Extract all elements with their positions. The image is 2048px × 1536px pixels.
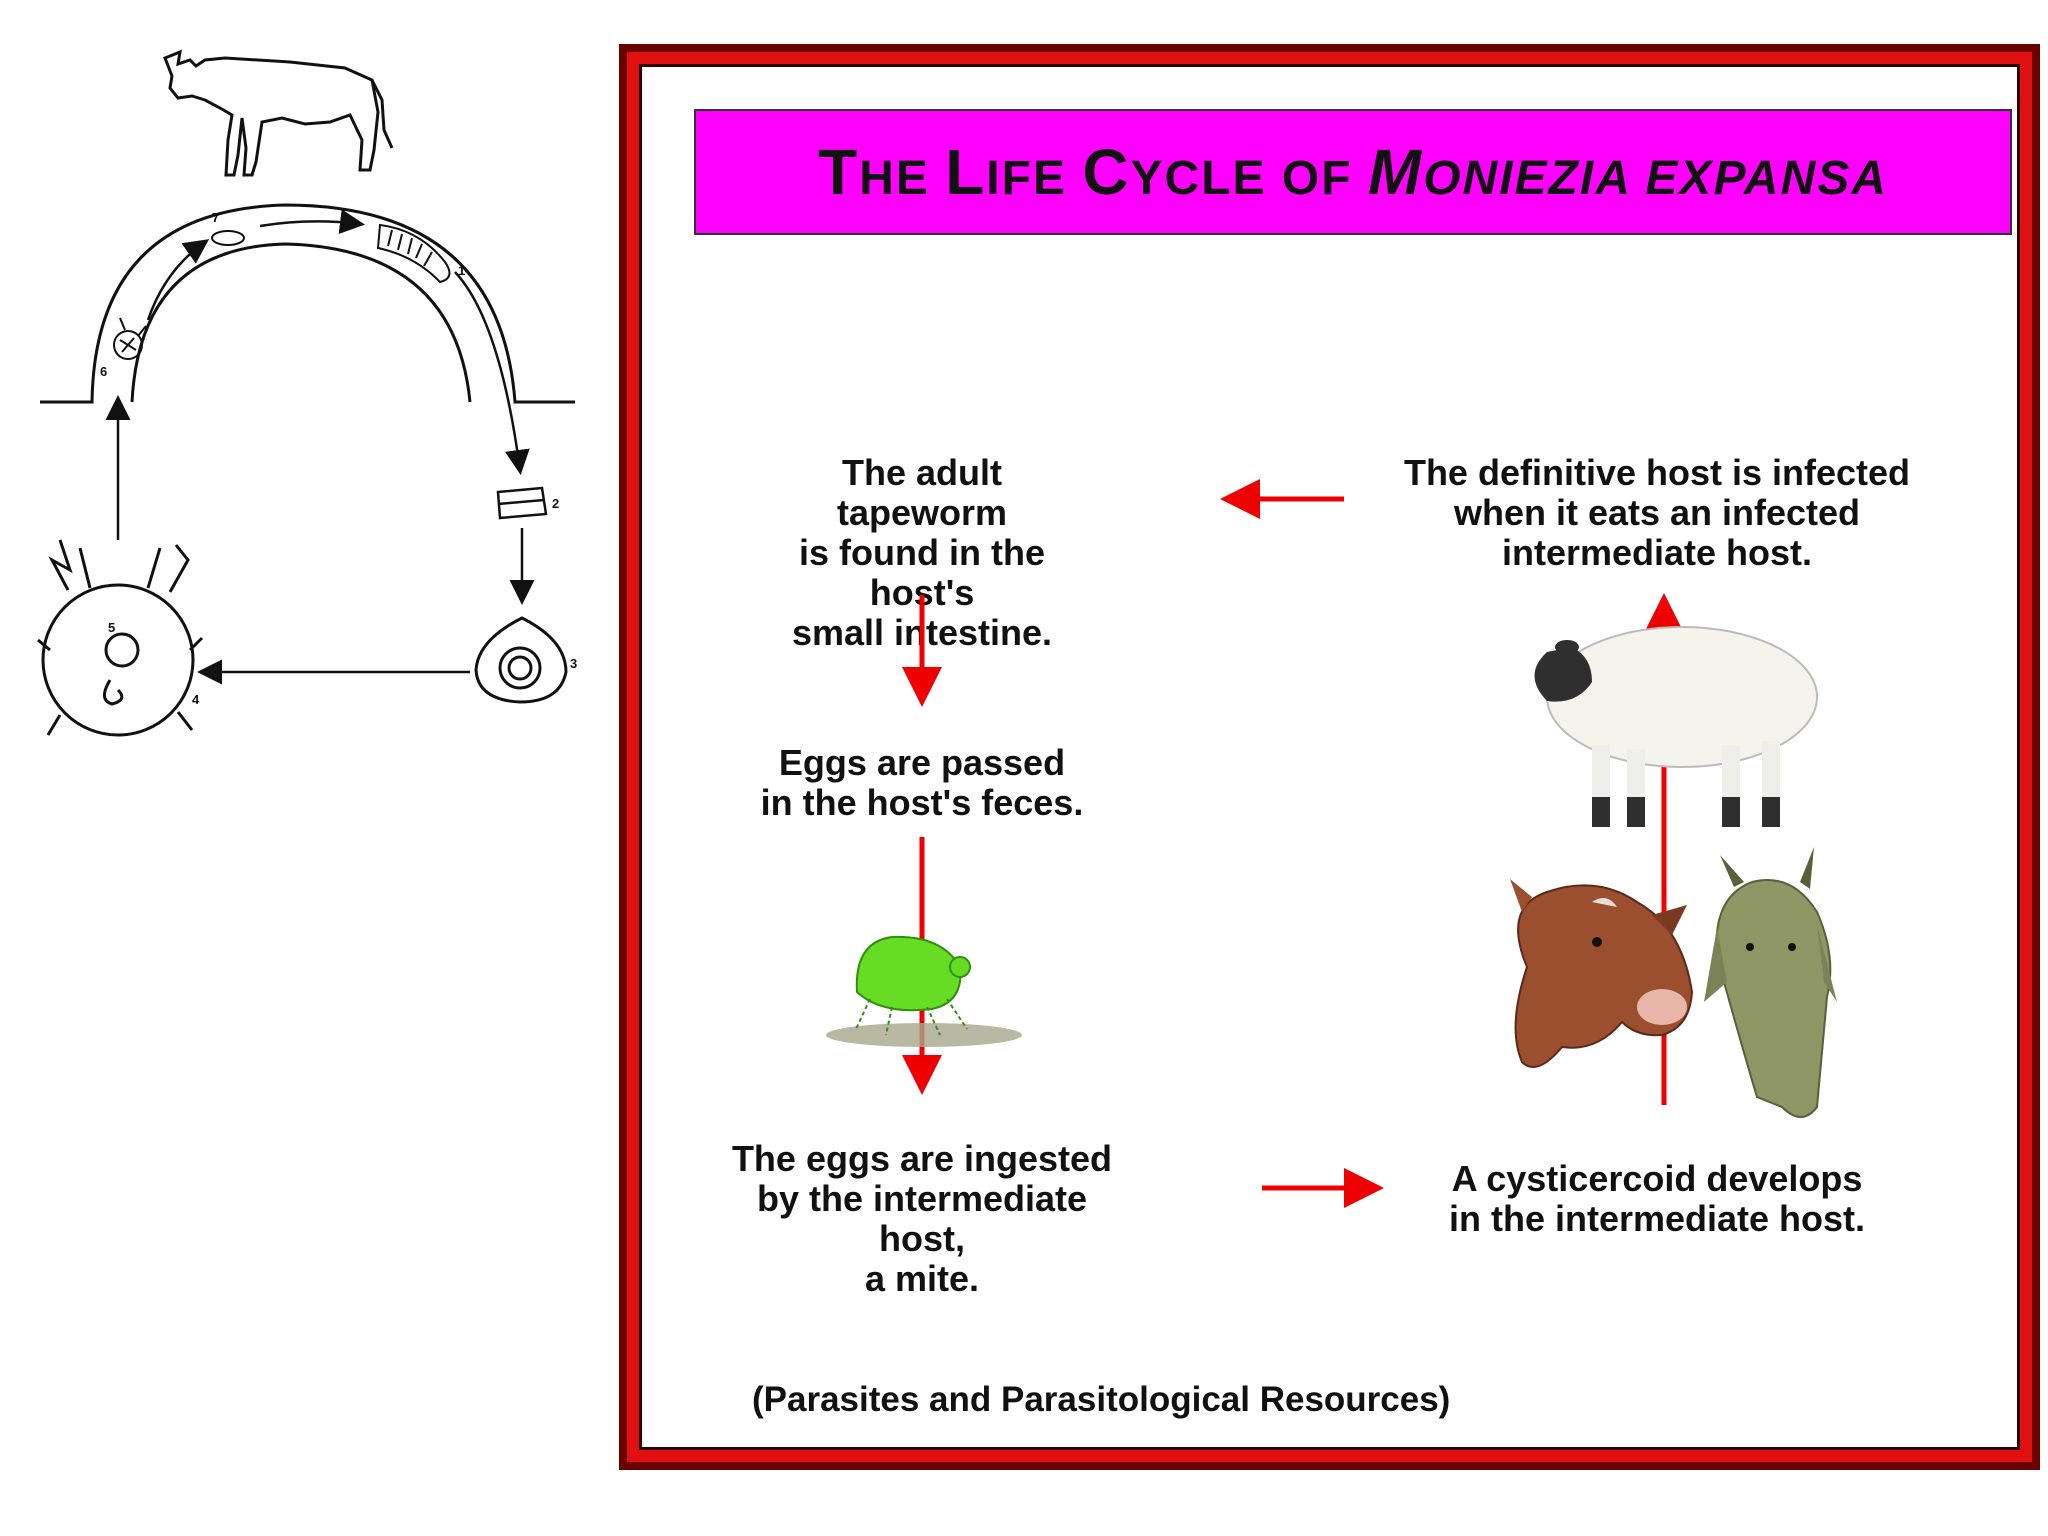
stage-number-7: 7: [212, 210, 219, 225]
cow-head-icon: [1510, 879, 1694, 1068]
stage-number-1: 1: [458, 263, 465, 278]
title-parts: THE LIFE CYCLE OF MONIEZIA EXPANSA: [818, 136, 1888, 208]
step-eggs-ingested: The eggs are ingested by the intermediat…: [731, 1138, 1113, 1299]
mite-icon: [826, 935, 1022, 1047]
stage-number-5: 5: [108, 620, 115, 635]
stage-number-4: 4: [192, 692, 200, 707]
intestine-arch: [40, 203, 575, 404]
scolex-stage-icon: [211, 230, 245, 246]
title-text: THE LIFE CYCLE OF MONIEZIA EXPANSA: [818, 135, 1888, 209]
goat-head-icon: [1704, 847, 1837, 1118]
diagram-panel: THE LIFE CYCLE OF MONIEZIA EXPANSA The a…: [639, 64, 2020, 1450]
title-part: M: [1367, 136, 1424, 208]
citation: (Parasites and Parasitological Resources…: [752, 1380, 1451, 1419]
title-part: IFE: [986, 152, 1083, 205]
step-definitive-host: The definitive host is infected when it …: [1403, 452, 1911, 573]
life-cycle-sketch: 1 2 3 4 5 6 7: [0, 0, 600, 800]
title-part: HE: [859, 152, 946, 205]
title-part: C: [1082, 136, 1131, 208]
egg-icon: [474, 616, 568, 704]
title-banner: THE LIFE CYCLE OF MONIEZIA EXPANSA: [694, 109, 2012, 235]
larva-stage-icon: [113, 317, 147, 360]
cow-outline-icon: [163, 49, 394, 177]
mite-icon: [37, 539, 204, 737]
sheep-icon: [1534, 626, 1818, 827]
stage-number-6: 6: [100, 364, 107, 379]
stage-number-2: 2: [552, 496, 559, 511]
sketch-svg: 1 2 3 4 5 6 7: [37, 49, 577, 737]
title-part: ONIEZIA EXPANSA: [1423, 152, 1888, 205]
stage-number-3: 3: [570, 656, 577, 671]
frame-red-border: THE LIFE CYCLE OF MONIEZIA EXPANSA The a…: [627, 52, 2032, 1462]
step-adult-tapeworm: The adult tapeworm is found in the host'…: [791, 452, 1053, 653]
flow-svg: [826, 479, 1837, 1208]
step-eggs-passed: Eggs are passed in the host's feces.: [760, 742, 1084, 823]
step-cysticercoid: A cysticercoid develops in the intermedi…: [1448, 1158, 1866, 1239]
title-part: L: [945, 136, 987, 208]
diagram-frame: THE LIFE CYCLE OF MONIEZIA EXPANSA The a…: [619, 44, 2040, 1470]
title-part: YCLE OF: [1130, 152, 1368, 205]
title-part: T: [818, 136, 860, 208]
proglottid-icon: [496, 486, 548, 520]
adult-worm-icon: [376, 223, 451, 284]
